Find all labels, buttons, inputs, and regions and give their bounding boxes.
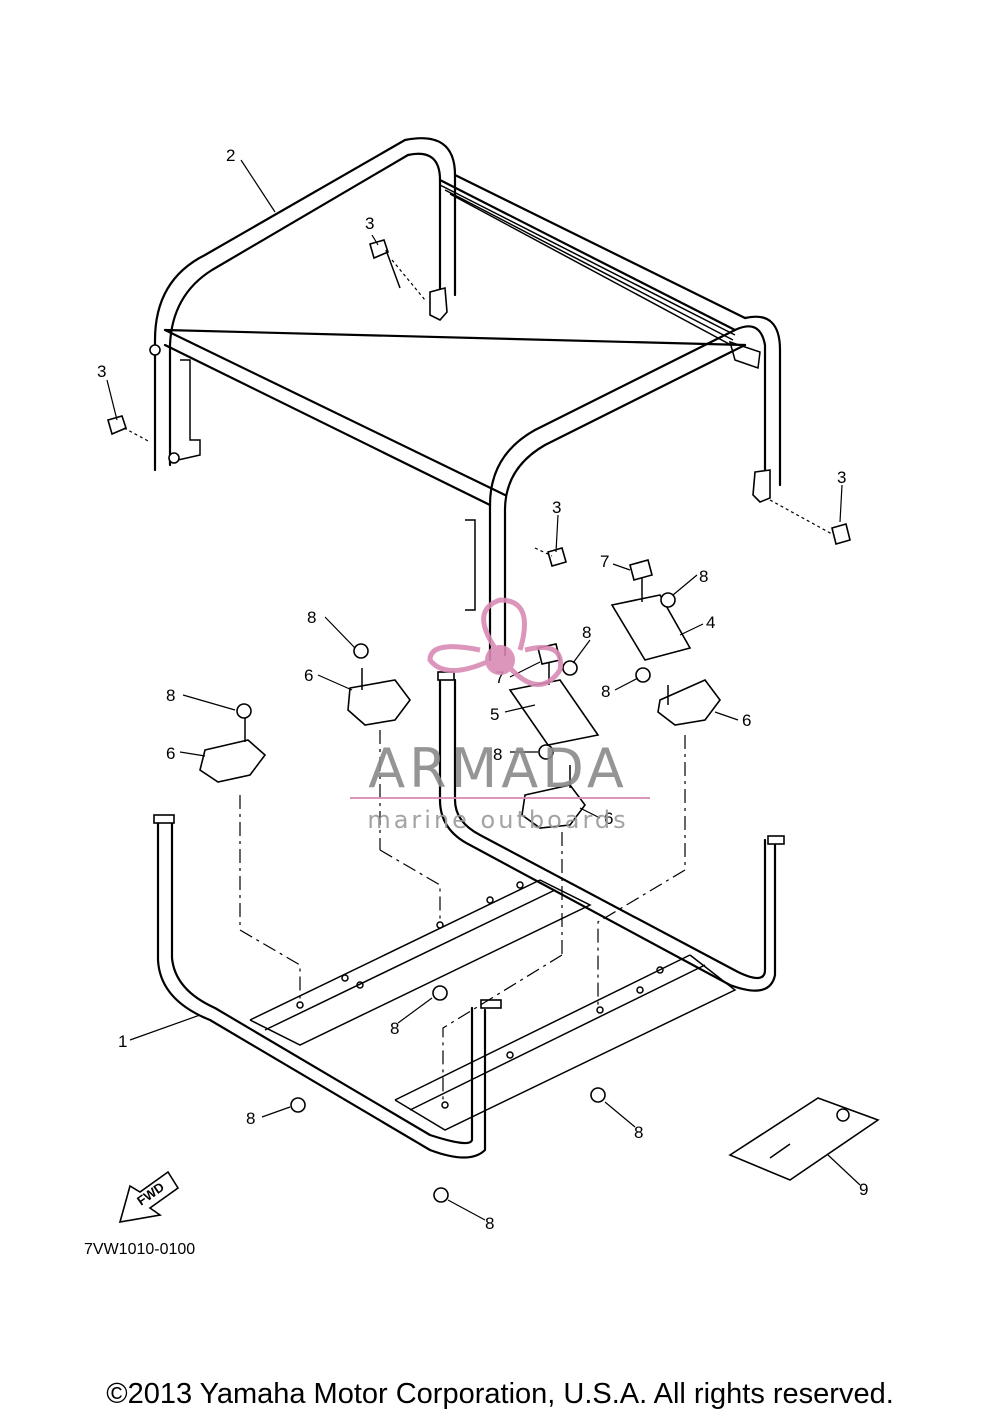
callout-6-a: 6 (304, 666, 313, 685)
callout-8-b: 8 (307, 608, 316, 627)
nut-group (236, 592, 676, 1203)
mount-group (199, 559, 721, 1203)
callout-8-f: 8 (493, 745, 502, 764)
bracket-4 (610, 594, 692, 661)
rubber-mount-6-d (657, 679, 721, 726)
callout-2: 2 (226, 146, 235, 165)
callout-7-a: 7 (600, 552, 609, 571)
callout-4: 4 (706, 613, 715, 632)
bolt-group (107, 239, 851, 567)
bracket-5 (508, 679, 600, 746)
callout-8-d: 8 (166, 686, 175, 705)
bolt-3-c (534, 547, 567, 567)
callout-8-g: 8 (390, 1019, 399, 1038)
frame-holes (296, 881, 664, 1109)
lower-frame (153, 671, 785, 1159)
callout-1: 1 (118, 1032, 127, 1051)
callout-6-c: 6 (166, 744, 175, 763)
callout-8-e: 8 (601, 682, 610, 701)
callout-5: 5 (490, 705, 499, 724)
leader-lines (106, 159, 861, 1221)
bolt-3-a (369, 239, 426, 301)
rubber-mount-6-c (521, 765, 586, 829)
rubber-mount-6-b (347, 668, 411, 726)
fwd-arrow: FWD (118, 1170, 180, 1224)
watermark: ARMADA marine outboards (350, 597, 650, 834)
bolt-3-b (107, 415, 151, 443)
callout-6-b: 6 (742, 711, 751, 730)
watermark-brand: ARMADA (368, 737, 628, 800)
callout-3-c: 3 (552, 498, 561, 517)
callout-labels: 2 3 3 3 3 7 8 4 8 8 7 6 8 8 5 6 6 8 6 1 … (97, 146, 868, 1233)
copyright-text: ©2013 Yamaha Motor Corporation, U.S.A. A… (106, 1378, 894, 1410)
callout-7-b: 7 (495, 668, 504, 687)
bolt-3-d (769, 499, 851, 545)
propeller-logo (427, 597, 564, 687)
callout-6-d: 6 (604, 809, 613, 828)
callout-3-a: 3 (365, 214, 374, 233)
callout-8-a: 8 (699, 567, 708, 586)
callout-8-j: 8 (485, 1214, 494, 1233)
callout-9: 9 (859, 1180, 868, 1199)
callout-8-i: 8 (634, 1123, 643, 1142)
manual-9 (728, 1097, 880, 1181)
callout-3-b: 3 (97, 362, 106, 381)
callout-8-c: 8 (582, 623, 591, 642)
callout-3-d: 3 (837, 468, 846, 487)
upper-frame (149, 137, 782, 662)
callout-8-h: 8 (246, 1109, 255, 1128)
bolt-7-a (629, 559, 653, 602)
part-code: 7VW1010-0100 (84, 1241, 196, 1258)
watermark-tagline: marine outboards (367, 806, 628, 834)
rubber-mount-6-a (199, 715, 267, 783)
